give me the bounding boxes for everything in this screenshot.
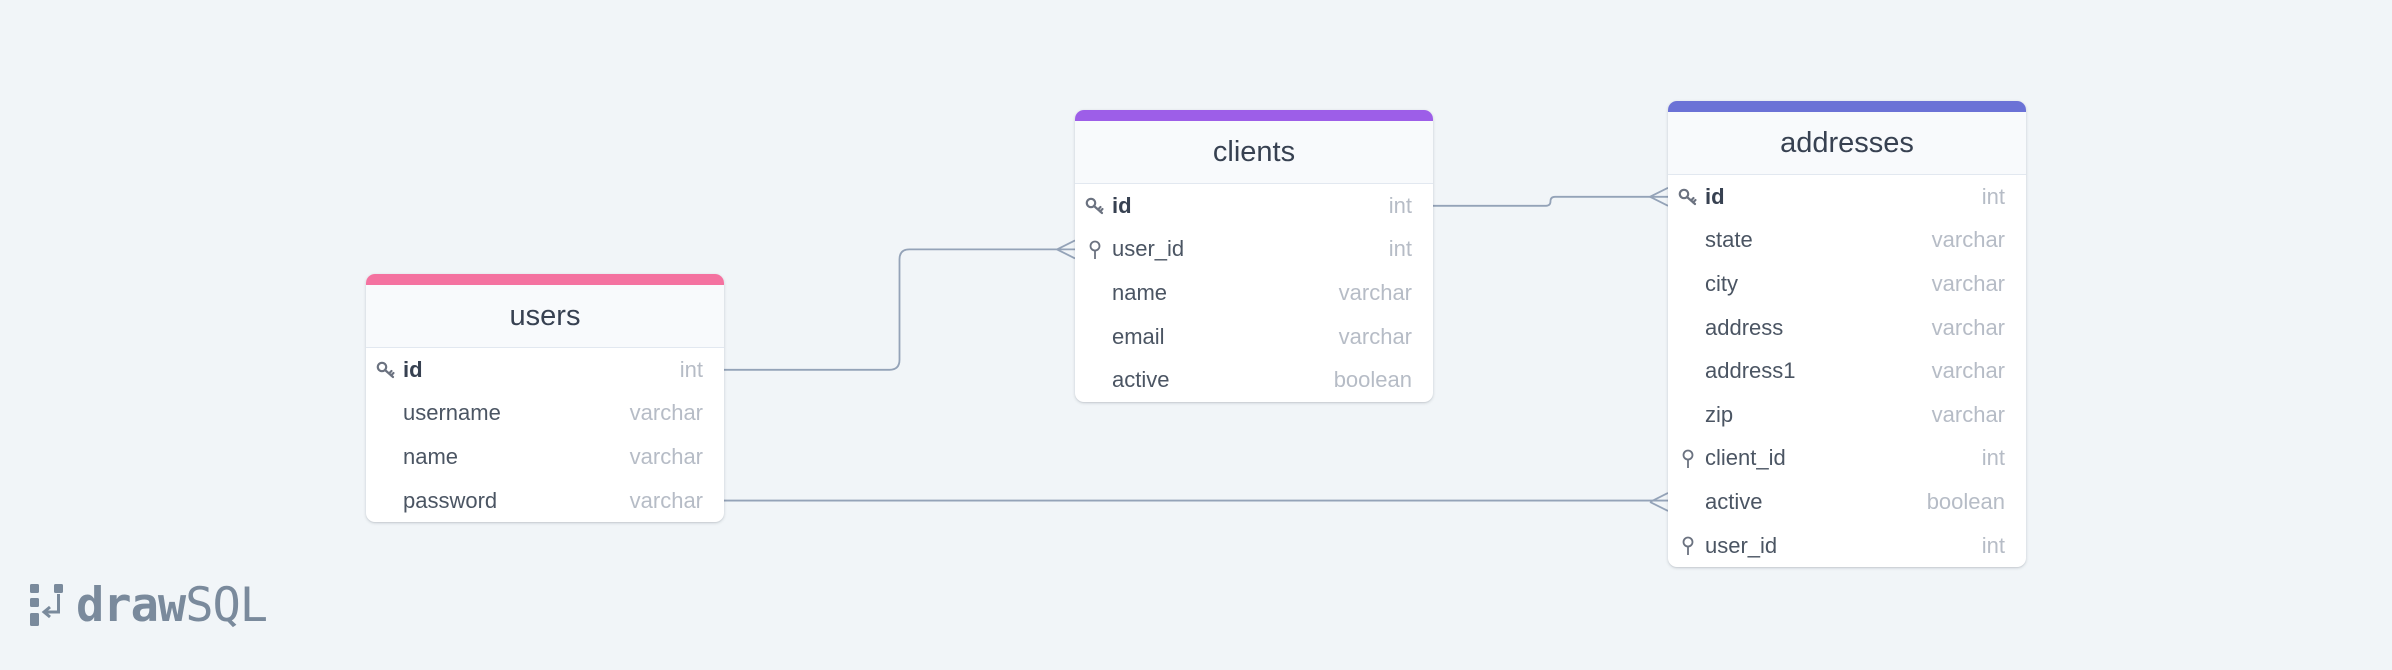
- column-row-city[interactable]: city varchar: [1668, 262, 2026, 306]
- drawsql-logo-icon: [30, 583, 63, 626]
- column-row-active[interactable]: active boolean: [1075, 358, 1433, 402]
- column-type: boolean: [1926, 488, 2005, 514]
- column-name: username: [403, 400, 501, 426]
- table-title: clients: [1212, 135, 1296, 168]
- table-accent-bar: [366, 274, 724, 285]
- column-name: address: [1705, 314, 1784, 340]
- relationship-line: [724, 248, 1075, 371]
- column-type: boolean: [1333, 367, 1412, 393]
- column-row-address[interactable]: address varchar: [1668, 306, 2026, 350]
- column-name: email: [1112, 323, 1165, 349]
- crows-foot-icon: [1056, 239, 1076, 260]
- column-row-name[interactable]: name varchar: [1075, 271, 1433, 315]
- column-type: int: [1981, 183, 2005, 209]
- column-row-address1[interactable]: address1 varchar: [1668, 349, 2026, 393]
- column-type: int: [1981, 445, 2005, 471]
- logo-text-draw: draw: [76, 578, 186, 633]
- column-type: int: [679, 356, 703, 382]
- column-name: active: [1112, 367, 1170, 393]
- column-name: user_id: [1112, 236, 1185, 262]
- column-name: id: [1112, 192, 1132, 218]
- column-name: name: [403, 443, 459, 469]
- column-row-user-id[interactable]: user_id int: [1075, 228, 1433, 272]
- column-name: id: [1705, 183, 1725, 209]
- table-accent-bar: [1668, 101, 2026, 112]
- column-type: varchar: [1931, 401, 2005, 427]
- column-name: address1: [1705, 358, 1796, 384]
- column-type: int: [1388, 192, 1412, 218]
- foreign-key-icon: [1677, 535, 1699, 557]
- foreign-key-icon: [1084, 239, 1106, 261]
- logo-text-sql: SQL: [185, 578, 268, 633]
- column-name: password: [403, 487, 498, 513]
- column-row-client-id[interactable]: client_id int: [1668, 437, 2026, 481]
- column-type: varchar: [1338, 279, 1412, 305]
- column-type: varchar: [1931, 358, 2005, 384]
- key-icon: [1677, 186, 1699, 208]
- foreign-key-icon: [1677, 448, 1699, 470]
- column-row-email[interactable]: email varchar: [1075, 315, 1433, 359]
- column-type: varchar: [1338, 323, 1412, 349]
- table-accent-bar: [1075, 110, 1433, 121]
- crows-foot-icon: [1649, 186, 1669, 207]
- table-clients[interactable]: clients id int user_id int name varchar email va…: [1075, 110, 1433, 402]
- table-header[interactable]: addresses: [1668, 112, 2026, 175]
- column-row-user-id[interactable]: user_id int: [1668, 524, 2026, 568]
- column-row-id[interactable]: id int: [1668, 175, 2026, 219]
- table-title: users: [509, 299, 581, 332]
- column-row-id[interactable]: id int: [366, 348, 724, 392]
- column-type: varchar: [629, 487, 703, 513]
- column-type: varchar: [1931, 270, 2005, 296]
- table-header[interactable]: clients: [1075, 121, 1433, 184]
- column-row-password[interactable]: password varchar: [366, 479, 724, 523]
- column-row-id[interactable]: id int: [1075, 184, 1433, 228]
- table-header[interactable]: users: [366, 285, 724, 348]
- column-row-zip[interactable]: zip varchar: [1668, 393, 2026, 437]
- column-name: city: [1705, 270, 1738, 296]
- column-type: varchar: [629, 400, 703, 426]
- column-type: int: [1981, 532, 2005, 558]
- column-name: active: [1705, 488, 1763, 514]
- column-row-username[interactable]: username varchar: [366, 392, 724, 436]
- relationship-line: [1433, 195, 1668, 207]
- column-type: varchar: [629, 443, 703, 469]
- column-type: varchar: [1931, 314, 2005, 340]
- column-type: varchar: [1931, 227, 2005, 253]
- table-title: addresses: [1780, 126, 1914, 159]
- key-icon: [1084, 195, 1106, 217]
- column-row-active[interactable]: active boolean: [1668, 480, 2026, 524]
- column-row-name[interactable]: name varchar: [366, 435, 724, 479]
- column-type: int: [1388, 236, 1412, 262]
- column-name: state: [1705, 227, 1753, 253]
- crows-foot-icon: [1649, 492, 1669, 512]
- key-icon: [375, 359, 397, 381]
- column-name: id: [403, 356, 423, 382]
- column-name: user_id: [1705, 532, 1778, 558]
- column-row-state[interactable]: state varchar: [1668, 219, 2026, 263]
- column-name: name: [1112, 279, 1168, 305]
- column-name: zip: [1705, 401, 1734, 427]
- column-name: client_id: [1705, 445, 1786, 471]
